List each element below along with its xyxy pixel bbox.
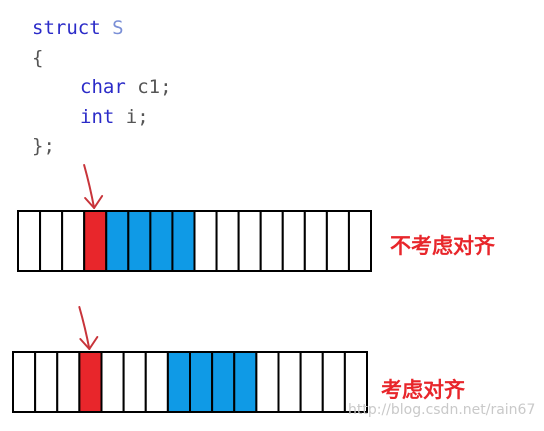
- memory-bar-unaligned: [17, 164, 372, 272]
- memory-cell-empty: [347, 210, 372, 272]
- code-line: {: [32, 44, 172, 74]
- memory-cell-empty: [299, 351, 324, 413]
- memory-cell-empty: [325, 210, 350, 272]
- watermark: http://blog.csdn.net/rain67: [348, 402, 536, 418]
- memory-cell-empty: [321, 351, 346, 413]
- code-token: char: [80, 76, 126, 98]
- memory-cell-char: [78, 351, 103, 413]
- memory-bar-aligned: [12, 306, 368, 413]
- label-unaligned: 不考虑对齐: [390, 234, 495, 258]
- memory-cell-int: [149, 210, 174, 272]
- memory-cell-empty: [259, 210, 284, 272]
- pointer-arrow-icon: [83, 164, 104, 209]
- code-token: };: [32, 135, 55, 157]
- memory-cell-int: [166, 351, 191, 413]
- code-token: {: [32, 46, 44, 69]
- memory-cell-empty: [122, 351, 147, 413]
- memory-cell-empty: [237, 210, 262, 272]
- memory-cell-char: [83, 210, 108, 272]
- memory-cell-empty: [56, 351, 81, 413]
- memory-cell-empty: [193, 210, 218, 272]
- code-token: i;: [114, 105, 149, 128]
- memory-cell-int: [171, 210, 196, 272]
- memory-cell-empty: [61, 210, 86, 272]
- memory-cell-empty: [17, 210, 42, 272]
- memory-cell-int: [127, 210, 152, 272]
- memory-cell-empty: [100, 351, 125, 413]
- code-line: int i;: [32, 103, 172, 133]
- memory-cell-empty: [255, 351, 280, 413]
- code-block: struct S{char c1;int i;};: [32, 14, 172, 162]
- memory-cell-empty: [144, 351, 169, 413]
- code-line: };: [32, 132, 172, 162]
- code-line: struct S: [32, 14, 172, 44]
- code-token: S: [112, 17, 124, 39]
- code-line: char c1;: [32, 73, 172, 103]
- memory-cell-empty: [281, 210, 306, 272]
- memory-cell-empty: [39, 210, 64, 272]
- memory-cell-int: [189, 351, 214, 413]
- code-token: struct: [32, 17, 101, 39]
- label-aligned: 考虑对齐: [381, 378, 465, 402]
- memory-cell-empty: [303, 210, 328, 272]
- memory-cell-empty: [277, 351, 302, 413]
- code-token: int: [80, 105, 115, 128]
- memory-cell-empty: [34, 351, 59, 413]
- memory-cell-empty: [343, 351, 368, 413]
- memory-cell-empty: [215, 210, 240, 272]
- memory-cell-int: [233, 351, 258, 413]
- memory-cell-int: [105, 210, 130, 272]
- code-token: c1;: [125, 76, 172, 98]
- memory-cell-empty: [12, 351, 37, 413]
- pointer-arrow-icon: [78, 306, 99, 350]
- memory-cell-int: [211, 351, 236, 413]
